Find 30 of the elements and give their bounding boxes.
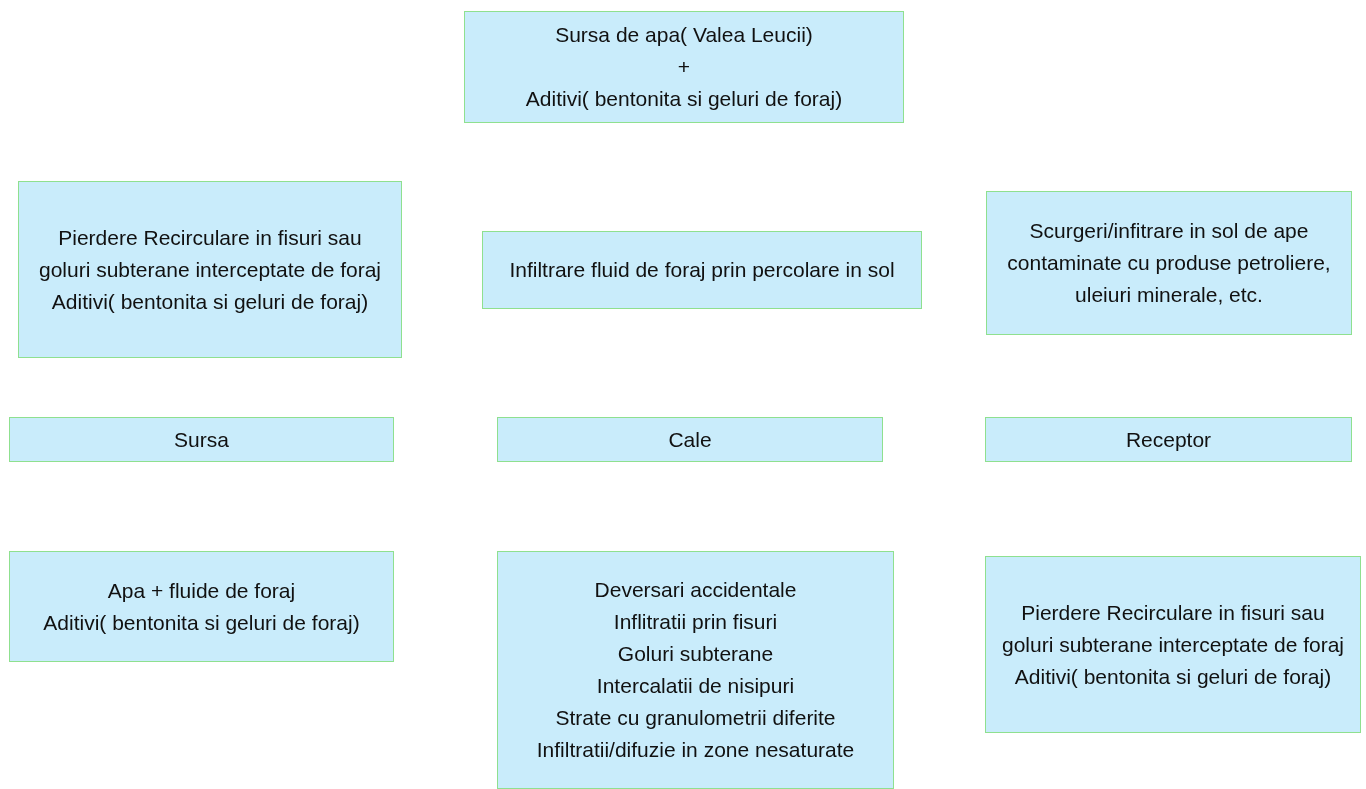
text-box bbox=[497, 417, 883, 462]
text-box bbox=[9, 551, 394, 662]
box-text: + bbox=[677, 54, 691, 80]
box-text: Goluri subterane bbox=[617, 641, 774, 667]
box-text: Pierdere Recirculare in fisuri sau goluri subterane interceptate de foraj bbox=[1000, 599, 1346, 658]
box-text: Strate cu granulometrii diferite bbox=[555, 705, 836, 731]
box-text: Infiltrare fluid de foraj prin percolare in sol bbox=[509, 257, 895, 283]
box-text: Pierdere Recirculare in fisuri sau goluri subterane interceptate de foraj bbox=[37, 224, 383, 283]
box-text: Aditivi( bentonita si geluri de foraj) bbox=[51, 288, 369, 315]
box-text: Infiltratii/difuzie in zone nesaturate bbox=[536, 737, 855, 763]
text-box bbox=[464, 11, 904, 123]
box-text: Scurgeri/infitrare in sol de ape contaminate cu produse petroliere, uleiuri minerale, etc. bbox=[1006, 218, 1332, 308]
text-box bbox=[985, 556, 1361, 733]
box-text: Deversari accidentale bbox=[594, 577, 797, 603]
box-text: Apa + fluide de foraj bbox=[107, 577, 296, 604]
box-text: Inflitratii prin fisuri bbox=[613, 609, 778, 635]
box-text: Aditivi( bentonita si geluri de foraj) bbox=[43, 609, 360, 636]
box-text: Aditivi( bentonita si geluri de foraj) bbox=[1014, 663, 1332, 690]
box-text: Intercalatii de nisipuri bbox=[596, 673, 795, 699]
text-box bbox=[18, 181, 402, 358]
text-box bbox=[497, 551, 894, 789]
box-text: Aditivi( bentonita si geluri de foraj) bbox=[525, 86, 843, 112]
text-box bbox=[986, 191, 1352, 335]
text-box bbox=[9, 417, 394, 462]
box-text: Receptor bbox=[1125, 426, 1212, 453]
text-box bbox=[985, 417, 1352, 462]
text-box bbox=[482, 231, 922, 309]
box-text: Sursa bbox=[174, 426, 229, 453]
box-text: Sursa de apa( Valea Leucii) bbox=[555, 22, 813, 48]
box-text: Cale bbox=[668, 426, 712, 453]
